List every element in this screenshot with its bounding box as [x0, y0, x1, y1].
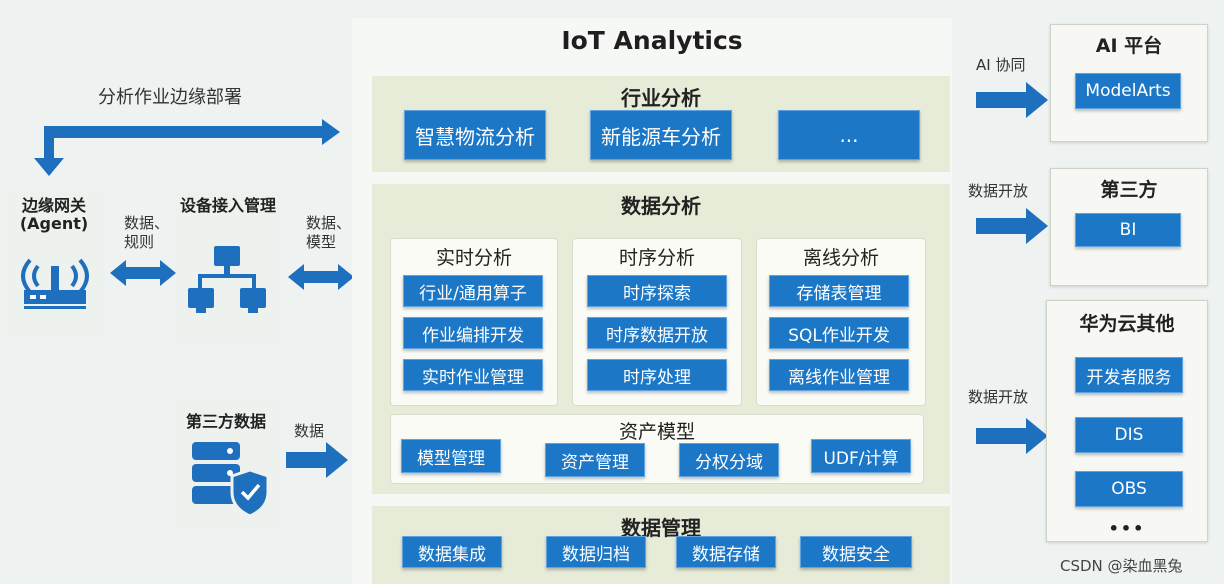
- ai-platform-title: AI 平台: [1095, 35, 1163, 57]
- realtime-analysis-title: 实时分析: [435, 247, 512, 269]
- dis-button[interactable]: DIS: [1075, 417, 1183, 453]
- obs-button[interactable]: OBS: [1075, 471, 1183, 507]
- timeseries-item-open[interactable]: 时序数据开放: [587, 317, 727, 349]
- data-management-panel: 数据管理 数据集成 数据归档 数据存储 数据安全: [372, 506, 950, 584]
- third-party-box: 第三方 BI: [1050, 168, 1208, 286]
- offline-item-job-management[interactable]: 离线作业管理: [769, 359, 909, 391]
- third-party-data-box: 第三方数据: [170, 400, 282, 534]
- edge-gateway-box: 边缘网关 (Agent): [2, 186, 106, 342]
- edge-deploy-arrow: [34, 119, 340, 176]
- developer-services-button[interactable]: 开发者服务: [1075, 357, 1183, 393]
- timeseries-item-explore[interactable]: 时序探索: [587, 275, 727, 307]
- network-icon: [188, 246, 266, 313]
- data-analysis-title: 数据分析: [621, 194, 701, 218]
- timeseries-analysis-card: 时序分析 时序探索 时序数据开放 时序处理: [572, 238, 742, 406]
- industry-analysis-panel: 行业分析 智慧物流分析 新能源车分析 ...: [372, 76, 950, 172]
- asset-item-udf[interactable]: UDF/计算: [811, 439, 911, 473]
- industry-item-more[interactable]: ...: [778, 110, 920, 160]
- realtime-item-orchestration[interactable]: 作业编排开发: [403, 317, 543, 349]
- secure-database-icon: [192, 442, 270, 518]
- industry-item-logistics[interactable]: 智慧物流分析: [404, 110, 546, 160]
- realtime-analysis-card: 实时分析 行业/通用算子 作业编排开发 实时作业管理: [390, 238, 558, 406]
- main-title: IoT Analytics: [561, 26, 743, 55]
- data-arrow: [286, 442, 348, 478]
- third-party-data-title: 第三方数据: [185, 412, 266, 431]
- edge-deploy-label: 分析作业边缘部署: [98, 87, 242, 108]
- data-rules-label: 数据、 规则: [124, 214, 170, 251]
- double-arrow-right: [288, 264, 354, 290]
- realtime-item-operators[interactable]: 行业/通用算子: [403, 275, 543, 307]
- modelarts-button[interactable]: ModelArts: [1075, 73, 1181, 109]
- industry-analysis-title: 行业分析: [621, 86, 701, 110]
- huawei-cloud-box: 华为云其他 开发者服务 DIS OBS •••: [1046, 300, 1208, 542]
- third-party-title: 第三方: [1100, 179, 1158, 201]
- device-access-box: 设备接入管理: [176, 188, 280, 344]
- ai-platform-box: AI 平台 ModelArts: [1050, 24, 1208, 142]
- ai-collab-label: AI 协同: [976, 56, 1026, 74]
- bi-button[interactable]: BI: [1075, 213, 1181, 247]
- data-open-arrow-1: [976, 208, 1048, 244]
- data-mgmt-security[interactable]: 数据安全: [800, 536, 912, 568]
- timeseries-analysis-title: 时序分析: [618, 247, 695, 269]
- data-mgmt-storage[interactable]: 数据存储: [676, 536, 776, 568]
- device-access-title: 设备接入管理: [180, 196, 277, 215]
- data-mgmt-integration[interactable]: 数据集成: [402, 536, 502, 568]
- data-analysis-panel: 数据分析 实时分析 行业/通用算子 作业编排开发 实时作业管理 时序分析 时序探…: [372, 184, 950, 494]
- offline-item-sql[interactable]: SQL作业开发: [769, 317, 909, 349]
- data-label: 数据: [294, 422, 325, 440]
- data-mgmt-archive[interactable]: 数据归档: [546, 536, 646, 568]
- offline-analysis-card: 离线分析 存储表管理 SQL作业开发 离线作业管理: [756, 238, 926, 406]
- asset-item-model-management[interactable]: 模型管理: [401, 439, 501, 473]
- asset-item-permission-domain[interactable]: 分权分域: [679, 443, 779, 477]
- ai-collab-arrow: [976, 82, 1048, 118]
- data-model-label: 数据、 模型: [306, 214, 352, 251]
- offline-item-tables[interactable]: 存储表管理: [769, 275, 909, 307]
- asset-model-title: 资产模型: [618, 421, 695, 443]
- timeseries-item-process[interactable]: 时序处理: [587, 359, 727, 391]
- edge-gateway-line1: 边缘网关: [21, 196, 86, 215]
- offline-analysis-title: 离线分析: [802, 247, 879, 269]
- double-arrow-left: [110, 260, 176, 286]
- data-open-label-1: 数据开放: [968, 182, 1029, 200]
- more-ellipsis: •••: [1108, 519, 1146, 538]
- huawei-cloud-title: 华为云其他: [1079, 313, 1175, 335]
- router-icon: [21, 258, 89, 309]
- realtime-item-job-management[interactable]: 实时作业管理: [403, 359, 543, 391]
- asset-model-card: 资产模型 模型管理 资产管理 分权分域 UDF/计算: [390, 414, 924, 484]
- watermark: CSDN @染血黑兔: [1060, 557, 1183, 575]
- data-open-arrow-2: [976, 418, 1048, 454]
- asset-item-asset-management[interactable]: 资产管理: [545, 443, 645, 477]
- data-open-label-2: 数据开放: [968, 388, 1029, 406]
- edge-gateway-line2: (Agent): [19, 214, 89, 233]
- industry-item-new-energy-vehicle[interactable]: 新能源车分析: [590, 110, 732, 160]
